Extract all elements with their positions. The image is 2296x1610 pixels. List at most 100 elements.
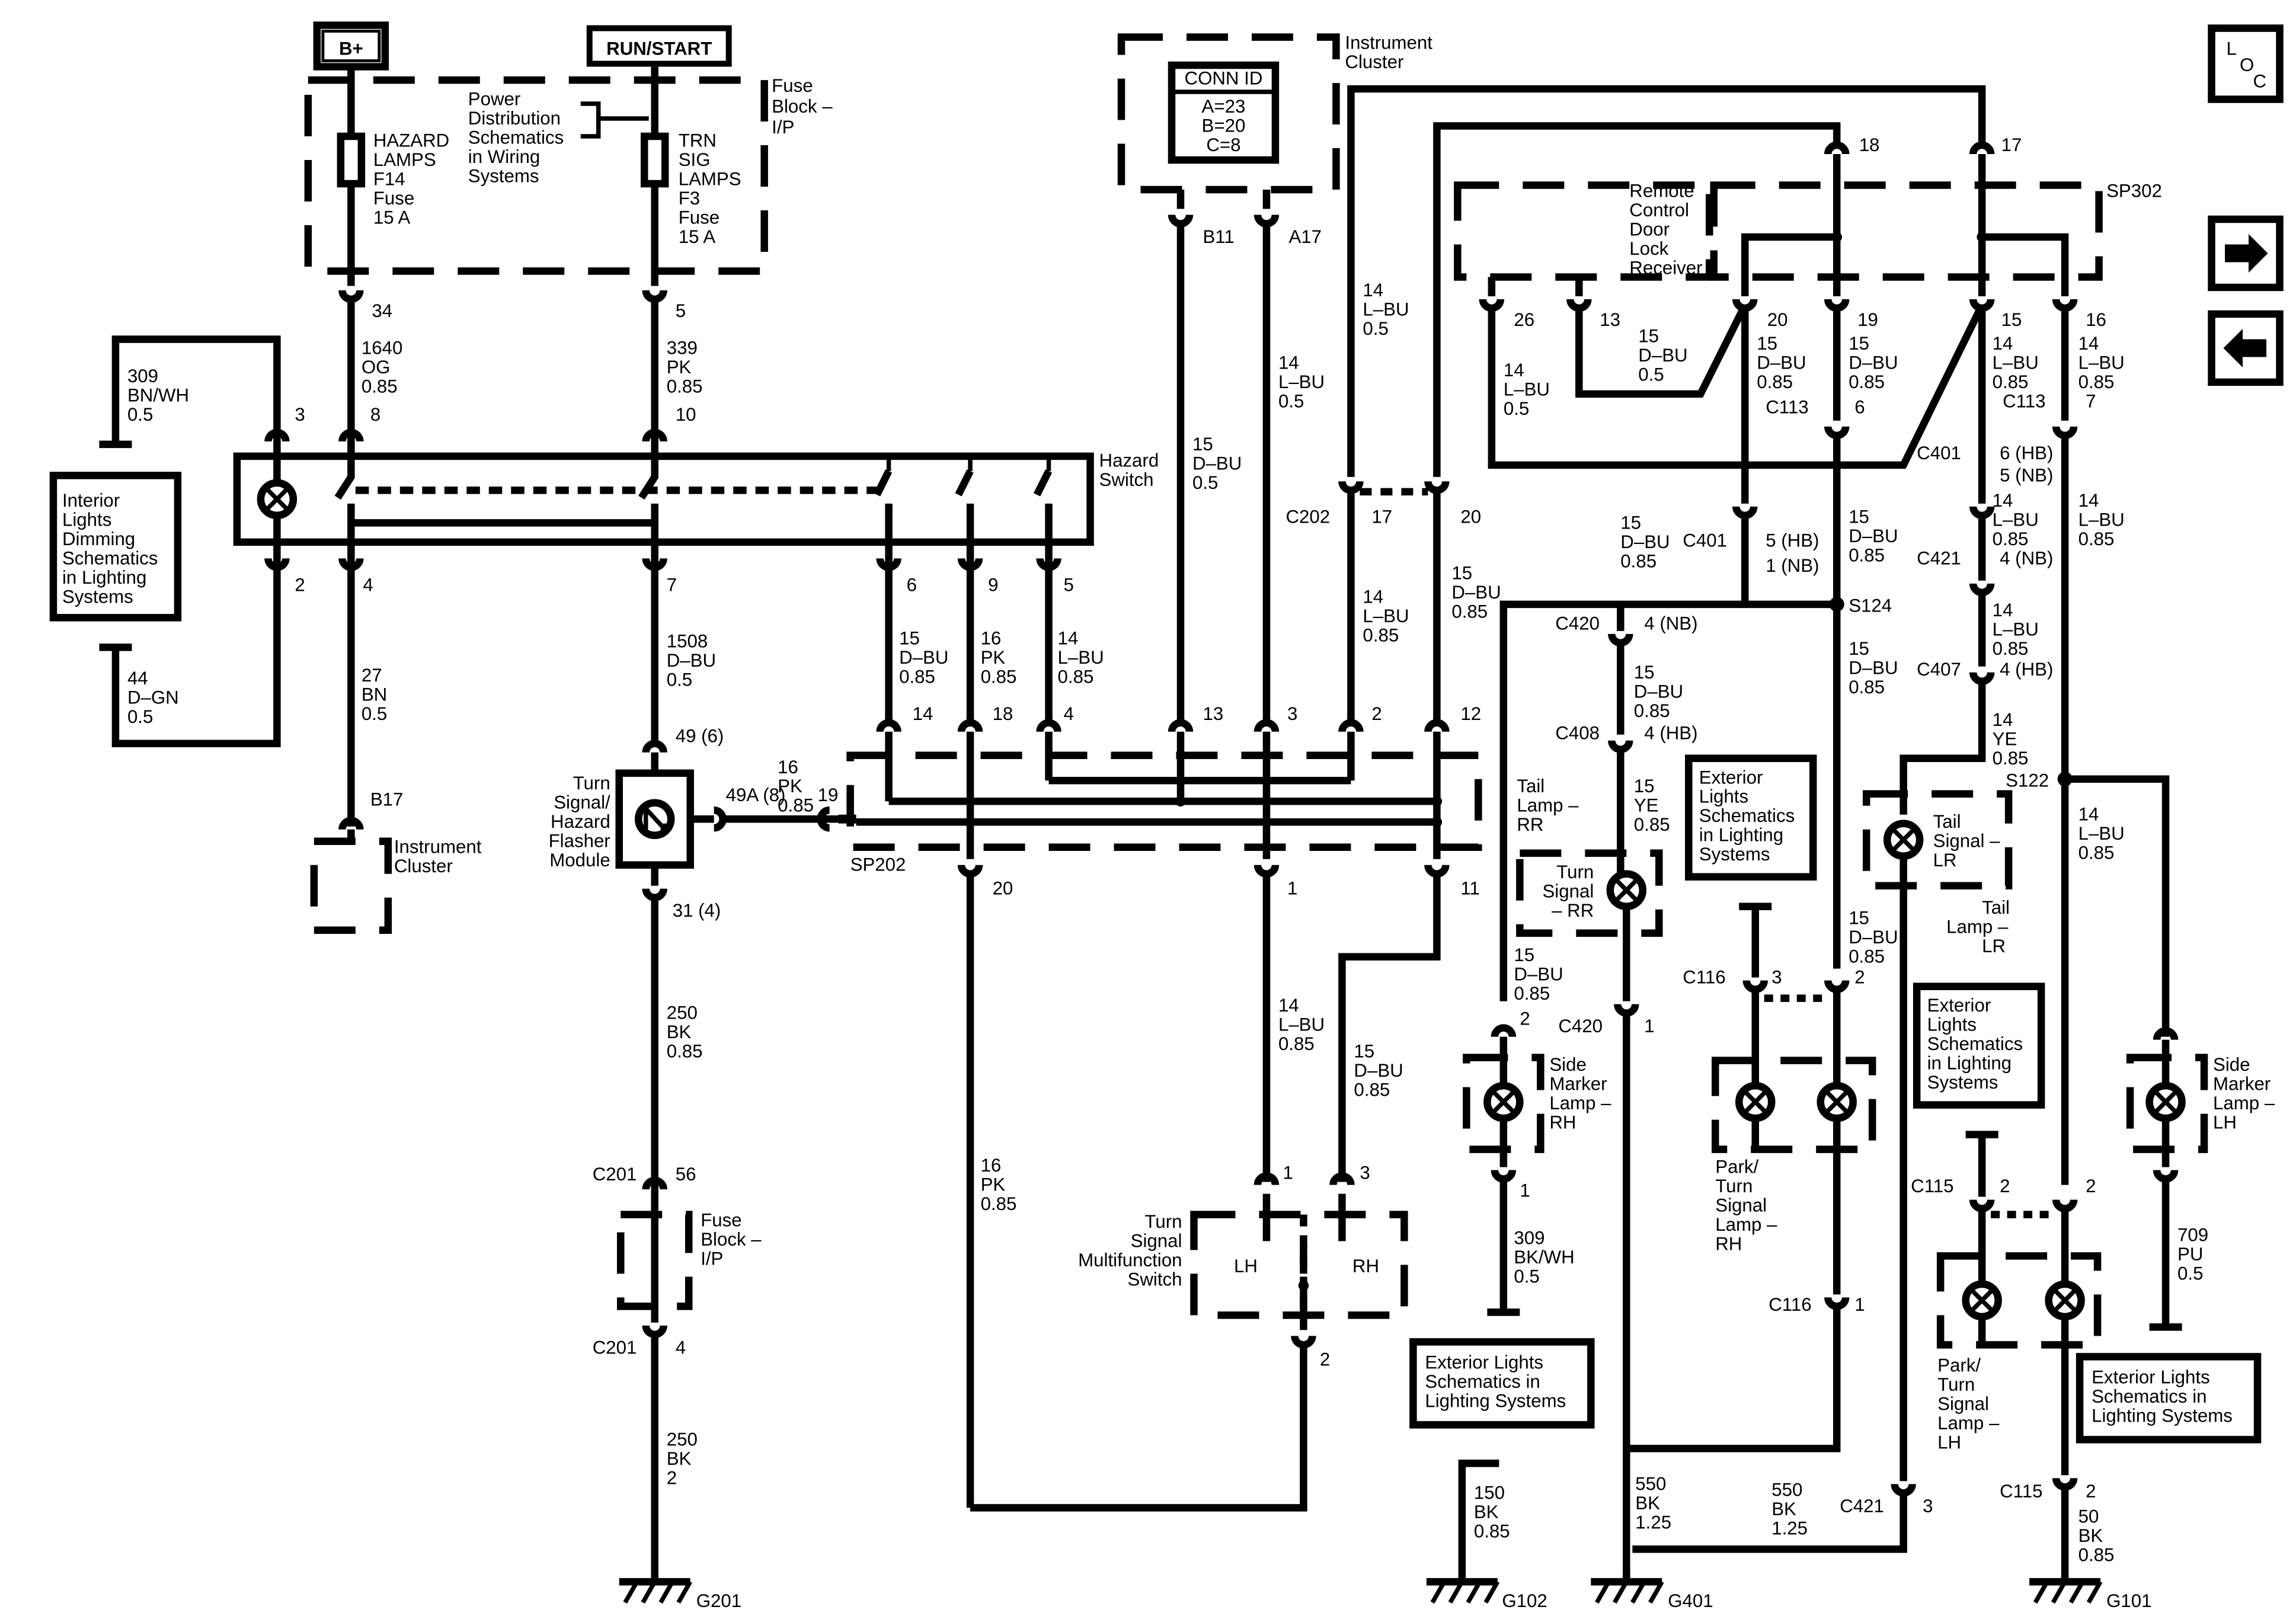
prev-arrow-icon[interactable]	[2208, 310, 2284, 386]
svg-text:Block –: Block –	[701, 1229, 762, 1250]
exterior-lights-ref-2	[2076, 1353, 2262, 1443]
svg-text:D–BU: D–BU	[1638, 345, 1687, 366]
svg-text:Side: Side	[2213, 1054, 2250, 1075]
svg-text:C116: C116	[1683, 967, 1725, 988]
svg-text:1 (NB): 1 (NB)	[1766, 555, 1819, 576]
svg-text:15: 15	[1638, 325, 1659, 346]
svg-text:15: 15	[1849, 333, 1869, 354]
svg-text:D–BU: D–BU	[1849, 927, 1898, 948]
svg-text:0.85: 0.85	[1849, 545, 1885, 565]
svg-text:L–BU: L–BU	[1278, 1014, 1325, 1035]
svg-text:Tail: Tail	[1982, 897, 2010, 918]
svg-text:7: 7	[667, 574, 677, 595]
svg-text:49A (8): 49A (8)	[726, 785, 786, 805]
svg-text:Distribution: Distribution	[468, 108, 561, 129]
svg-text:0.5: 0.5	[127, 706, 153, 727]
svg-text:9: 9	[988, 574, 998, 595]
next-arrow-icon[interactable]	[2208, 215, 2284, 292]
svg-text:0.85: 0.85	[2078, 1544, 2115, 1565]
svg-text:2: 2	[295, 574, 305, 595]
svg-text:D–BU: D–BU	[1849, 657, 1898, 678]
svg-text:1: 1	[1283, 1163, 1293, 1183]
svg-text:2: 2	[1854, 967, 1865, 988]
svg-text:TRN: TRN	[679, 130, 717, 151]
wire-16-pk-b: 16 PK 0.85	[981, 1155, 1017, 1214]
svg-text:4 (HB): 4 (HB)	[1644, 722, 1697, 743]
svg-text:309: 309	[1514, 1228, 1544, 1249]
svg-text:15: 15	[899, 628, 920, 648]
svg-text:14: 14	[1278, 995, 1299, 1016]
wire-15-dbu-20: 15 D–BU 0.85	[1757, 333, 1806, 392]
svg-text:Turn: Turn	[1556, 862, 1594, 882]
exterior-lights-ref-mid	[1685, 754, 1817, 881]
svg-text:19: 19	[818, 785, 839, 805]
svg-text:Control: Control	[1629, 200, 1689, 220]
svg-text:BN/WH: BN/WH	[127, 385, 189, 405]
svg-text:L: L	[2227, 39, 2237, 59]
svg-text:Exterior Lights: Exterior Lights	[2092, 1366, 2210, 1387]
loc-icon[interactable]: L O C	[2208, 24, 2284, 103]
svg-text:0.85: 0.85	[1278, 1033, 1315, 1054]
svg-text:Signal/: Signal/	[554, 792, 610, 813]
svg-text:Turn: Turn	[1715, 1176, 1753, 1196]
svg-text:3: 3	[1923, 1496, 1933, 1516]
svg-text:0.85: 0.85	[362, 376, 398, 396]
svg-text:in Lighting: in Lighting	[62, 567, 146, 588]
svg-text:BK: BK	[667, 1022, 692, 1042]
svg-text:C201: C201	[593, 1164, 637, 1185]
svg-text:5: 5	[1064, 574, 1074, 595]
svg-text:11: 11	[1460, 878, 1479, 899]
wire-14-lbu-c202-2: 14 L–BU 0.85	[1363, 586, 1409, 645]
svg-text:0.5: 0.5	[2177, 1263, 2203, 1284]
svg-text:– RR: – RR	[1552, 900, 1594, 921]
svg-text:0.85: 0.85	[1634, 814, 1670, 835]
svg-text:Marker: Marker	[1549, 1074, 1607, 1094]
svg-text:D–BU: D–BU	[1192, 453, 1242, 473]
svg-text:Systems: Systems	[468, 166, 539, 187]
wire-15-dbu-c202: 15 D–BU 0.85	[1451, 562, 1501, 622]
svg-text:Lights: Lights	[62, 509, 111, 530]
wire-709-pu: 709 PU 0.5	[2177, 1225, 2208, 1284]
interior-lights-ref	[49, 472, 182, 622]
svg-text:14: 14	[1278, 352, 1299, 373]
svg-text:G401: G401	[1668, 1590, 1713, 1610]
svg-text:C115: C115	[2000, 1481, 2042, 1502]
svg-text:2: 2	[2000, 1176, 2010, 1196]
svg-text:Signal –: Signal –	[1933, 831, 2001, 852]
svg-text:C401: C401	[1917, 443, 1961, 463]
exterior-lights-ref-1	[1409, 1338, 1595, 1429]
hazard-switch	[233, 452, 1094, 546]
svg-text:4 (NB): 4 (NB)	[1644, 613, 1697, 633]
svg-text:0.85: 0.85	[2078, 372, 2115, 392]
svg-text:L–BU: L–BU	[1363, 606, 1409, 626]
svg-text:B=20: B=20	[1202, 116, 1246, 136]
svg-text:14: 14	[1504, 360, 1524, 380]
conn-id-table	[1168, 61, 1280, 164]
wire-14-lbu-a17: 14 L–BU 0.5	[1278, 352, 1325, 411]
svg-text:Park/: Park/	[1715, 1157, 1758, 1177]
svg-text:BK/WH: BK/WH	[1514, 1247, 1574, 1267]
svg-text:0.85: 0.85	[2078, 529, 2115, 549]
svg-text:0.85: 0.85	[778, 795, 814, 816]
svg-text:C420: C420	[1555, 613, 1600, 633]
svg-text:in Lighting: in Lighting	[1927, 1053, 2012, 1074]
svg-text:15: 15	[1514, 945, 1534, 965]
svg-text:0.85: 0.85	[1363, 625, 1399, 645]
svg-text:0.5: 0.5	[1638, 364, 1664, 385]
svg-text:D–BU: D–BU	[1514, 964, 1563, 985]
svg-text:I/P: I/P	[701, 1249, 723, 1269]
svg-text:250: 250	[667, 1003, 698, 1023]
runstart-label: RUN/START	[606, 39, 712, 59]
svg-text:0.85: 0.85	[1993, 529, 2029, 549]
svg-text:14: 14	[1993, 490, 2013, 511]
svg-text:15: 15	[1849, 638, 1869, 659]
wire-14-ye: 14 YE 0.85	[1993, 709, 2029, 769]
wire-1640: 1640 OG 0.85	[362, 337, 402, 396]
svg-text:Lock: Lock	[1629, 238, 1668, 259]
svg-text:15: 15	[1451, 562, 1472, 583]
svg-text:LR: LR	[1933, 850, 1957, 870]
wire-15-dbu-s124: 15 D–BU 0.85	[1849, 506, 1898, 565]
svg-text:Schematics: Schematics	[1699, 805, 1795, 826]
svg-text:13: 13	[1203, 703, 1223, 724]
svg-text:L–BU: L–BU	[1058, 647, 1104, 668]
